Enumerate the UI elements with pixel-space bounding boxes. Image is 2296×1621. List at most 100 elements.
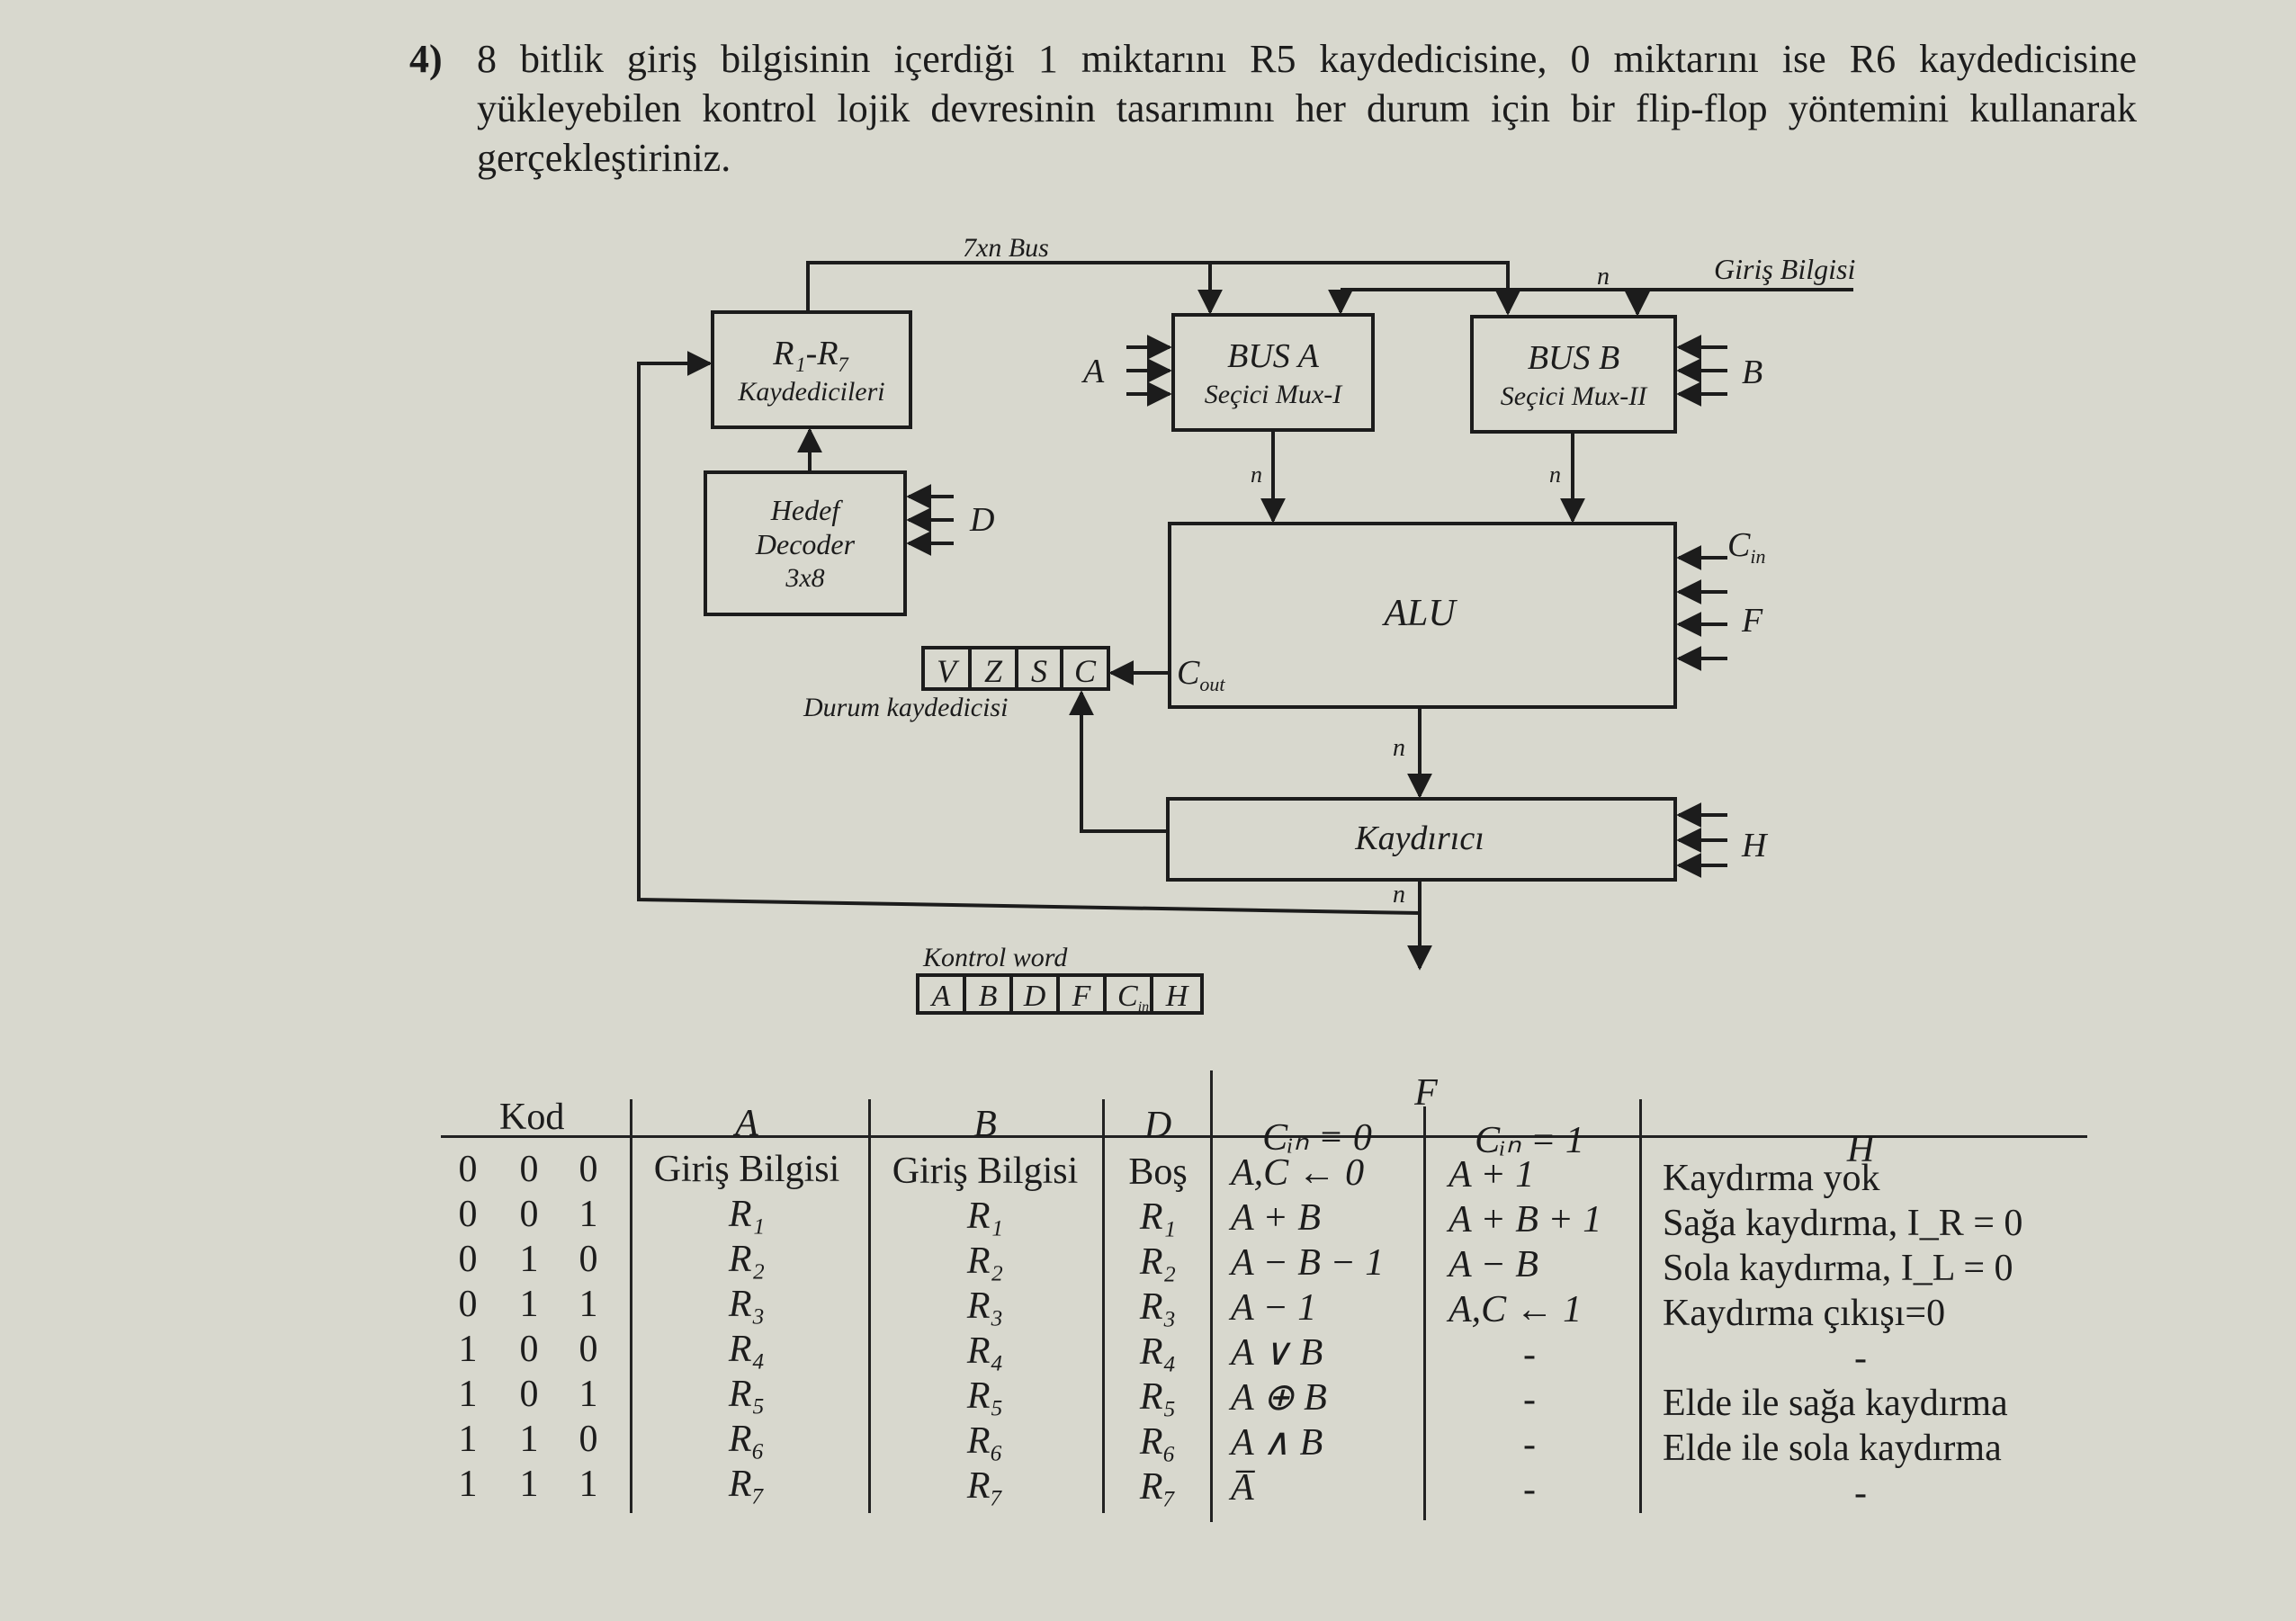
- code-bit: 0: [578, 1239, 598, 1280]
- registers-subtitle: Kaydedicileri: [737, 377, 884, 407]
- control-field-h: H: [1165, 980, 1190, 1013]
- header-d: D: [1144, 1105, 1172, 1146]
- code-bit: 1: [458, 1374, 478, 1415]
- bus-a-title: BUS A: [1227, 337, 1319, 375]
- code-bit: 1: [519, 1419, 539, 1460]
- header-cin0: Cᵢₙ = 0: [1262, 1117, 1372, 1159]
- table-column-rule: [868, 1099, 871, 1513]
- cell-a: R₅: [728, 1374, 766, 1415]
- cell-f-cin0: A ∧ B: [1231, 1422, 1323, 1464]
- alu-output-width: n: [1393, 734, 1405, 762]
- bus-a-width: n: [1251, 461, 1262, 488]
- control-word-label: Kontrol word: [922, 943, 1068, 972]
- cell-d: R₄: [1139, 1331, 1177, 1373]
- decoder-line3: 3x8: [785, 563, 824, 593]
- cell-f-cin0: A + B: [1231, 1197, 1321, 1239]
- cell-f-cin0: A ⊕ B: [1231, 1377, 1327, 1419]
- decoder-box: [704, 470, 907, 616]
- cell-f-cin1: A + B + 1: [1448, 1199, 1602, 1240]
- cell-b: R₇: [966, 1465, 1004, 1507]
- input-bus-width: n: [1597, 263, 1610, 291]
- status-flag-c: C: [1074, 653, 1097, 689]
- cell-b: Giriş Bilgisi: [892, 1151, 1079, 1192]
- table-column-rule: [1102, 1099, 1105, 1513]
- status-flag-z: Z: [984, 653, 1003, 689]
- cell-f-cin0: A ∨ B: [1231, 1332, 1323, 1374]
- cell-d: R₇: [1139, 1466, 1177, 1508]
- code-bit: 1: [519, 1239, 539, 1280]
- control-field-d: D: [1023, 980, 1046, 1013]
- control-field-cin: Cin: [1117, 980, 1149, 1015]
- code-bit: 0: [519, 1374, 539, 1415]
- cell-a: Giriş Bilgisi: [653, 1149, 840, 1190]
- table-column-rule: [1639, 1099, 1642, 1513]
- status-label: Durum kaydedicisi: [803, 693, 1008, 722]
- cell-d: R₁: [1139, 1196, 1177, 1238]
- cell-a: R₄: [728, 1329, 766, 1370]
- code-bit: 1: [458, 1419, 478, 1460]
- bus-a-subtitle: Seçici Mux-I: [1205, 380, 1343, 409]
- cell-b: R₃: [966, 1285, 1004, 1327]
- question-block: 4) 8 bitlik giriş bilgisinin içerdiği 1 …: [409, 34, 2137, 183]
- cell-a: R₂: [728, 1239, 766, 1280]
- registers-title: R₁-R₇: [772, 335, 850, 372]
- code-bit: 0: [458, 1194, 478, 1235]
- bus-b-input: B: [1742, 354, 1762, 391]
- code-bit: 1: [519, 1464, 539, 1505]
- header-h: H: [1846, 1129, 1875, 1170]
- shifter-title: Kaydırıcı: [1354, 819, 1484, 857]
- cell-f-cin0: A,C ← 0: [1231, 1152, 1365, 1194]
- alu-cout: Cout: [1177, 654, 1225, 695]
- header-f: F: [1414, 1072, 1438, 1114]
- cell-b: R₄: [966, 1330, 1004, 1372]
- code-bit: 0: [458, 1239, 478, 1280]
- cell-h: Elde ile sağa kaydırma: [1663, 1383, 2008, 1424]
- cell-h: -: [1854, 1338, 1867, 1379]
- alu-title: ALU: [1381, 593, 1457, 634]
- header-b: B: [973, 1104, 997, 1145]
- header-kod: Kod: [499, 1097, 565, 1138]
- bus-b-title: BUS B: [1528, 339, 1619, 377]
- decoder-input: D: [969, 501, 994, 539]
- code-bit: 0: [458, 1284, 478, 1325]
- cell-d: R₂: [1139, 1241, 1177, 1283]
- cell-f-cin1: A + 1: [1448, 1154, 1535, 1196]
- code-bit: 0: [578, 1419, 598, 1460]
- cell-h: Kaydırma çıkışı=0: [1663, 1293, 1946, 1334]
- control-field-a: A: [930, 980, 951, 1013]
- cell-d: R₅: [1139, 1376, 1177, 1418]
- cell-f-cin1: A − B: [1448, 1244, 1538, 1285]
- cell-f-cin1: -: [1523, 1469, 1536, 1510]
- question-text: 8 bitlik giriş bilgisinin içerdiği 1 mik…: [477, 37, 2137, 180]
- bus-a-input: A: [1081, 353, 1105, 390]
- status-flag-v: V: [937, 653, 960, 689]
- code-bit: 0: [519, 1329, 539, 1370]
- code-bit: 0: [519, 1149, 539, 1190]
- cell-f-cin1: -: [1523, 1379, 1536, 1420]
- table-column-rule: [630, 1099, 632, 1513]
- decoder-line2: Decoder: [755, 528, 856, 560]
- code-bit: 0: [519, 1194, 539, 1235]
- cell-h: Elde ile sola kaydırma: [1663, 1428, 2002, 1469]
- code-bit: 1: [578, 1194, 598, 1235]
- control-field-f: F: [1072, 980, 1092, 1013]
- table-column-rule: [1423, 1106, 1426, 1520]
- cell-f-cin1: -: [1523, 1334, 1536, 1375]
- cell-b: R₆: [966, 1420, 1004, 1462]
- cell-a: R₆: [728, 1419, 766, 1460]
- code-bit: 0: [578, 1329, 598, 1370]
- table-column-rule: [1210, 1070, 1213, 1520]
- code-bit: 0: [458, 1149, 478, 1190]
- registers-box: [711, 310, 912, 429]
- header-a: A: [735, 1103, 758, 1144]
- question-number: 4): [409, 37, 443, 81]
- cell-h: Kaydırma yok: [1663, 1158, 1880, 1199]
- bus-label: 7xn Bus: [963, 233, 1049, 263]
- control-field-b: B: [979, 980, 998, 1013]
- code-bit: 1: [578, 1284, 598, 1325]
- cell-d: R₆: [1139, 1421, 1177, 1463]
- decoder-line1: Hedef: [770, 494, 844, 526]
- alu-cin: Cin: [1727, 526, 1765, 568]
